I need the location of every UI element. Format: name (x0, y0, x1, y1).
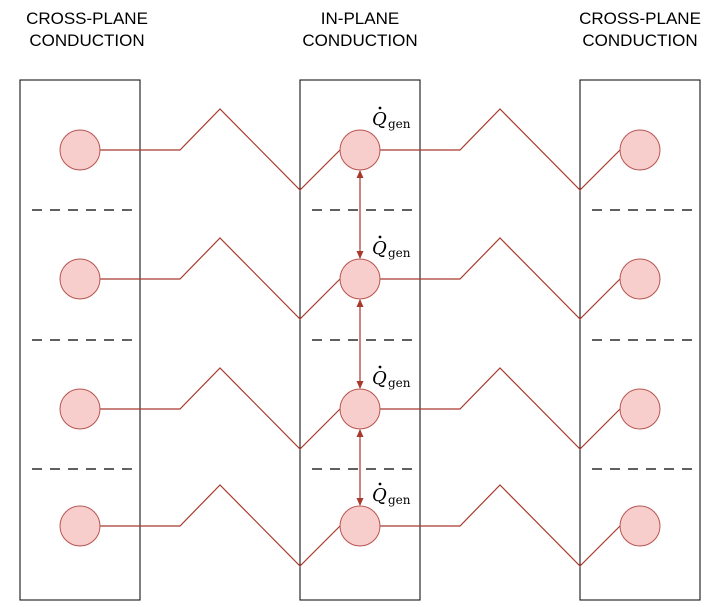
center-column-header: IN-PLANE CONDUCTION (270, 8, 450, 52)
center-node-4 (339, 505, 381, 547)
right-node-3 (619, 388, 661, 430)
resistor-right-row-4 (380, 484, 621, 567)
left-column-header: CROSS-PLANE CONDUCTION (0, 8, 177, 52)
resistor-left-row-2 (100, 237, 341, 320)
left-column-box (19, 79, 141, 601)
q-gen-subscript: gen (388, 246, 411, 260)
resistor-left-row-1 (100, 108, 341, 191)
q-gen-dot (378, 482, 382, 486)
q-gen-symbol: Q (372, 109, 387, 130)
left-node-2 (59, 258, 101, 300)
right-header-line1: CROSS-PLANE (579, 9, 701, 28)
left-node-1 (59, 129, 101, 171)
right-header-line2: CONDUCTION (582, 31, 698, 50)
right-node-1 (619, 129, 661, 171)
resistor-left-row-3 (100, 367, 341, 450)
q-gen-symbol: Q (372, 485, 387, 506)
resistor-right-row-2 (380, 237, 621, 320)
q-gen-dot (378, 106, 382, 110)
left-node-4 (59, 505, 101, 547)
q-gen-subscript: gen (388, 376, 411, 390)
left-header-line2: CONDUCTION (29, 31, 145, 50)
q-gen-dot (378, 235, 382, 239)
right-column-box (579, 79, 701, 601)
right-column-header: CROSS-PLANE CONDUCTION (550, 8, 720, 52)
right-node-2 (619, 258, 661, 300)
center-column-box (299, 79, 421, 601)
center-header-line2: CONDUCTION (302, 31, 418, 50)
resistor-left-row-4 (100, 484, 341, 567)
q-gen-subscript: gen (388, 117, 411, 131)
right-node-4 (619, 505, 661, 547)
q-gen-subscript: gen (388, 493, 411, 507)
left-header-line1: CROSS-PLANE (26, 9, 148, 28)
q-gen-dot (378, 365, 382, 369)
resistor-right-row-1 (380, 108, 621, 191)
center-header-line1: IN-PLANE (320, 9, 400, 28)
resistor-right-row-3 (380, 367, 621, 450)
center-node-1 (339, 129, 381, 171)
q-gen-symbol: Q (372, 368, 387, 389)
center-node-2 (339, 258, 381, 300)
q-gen-symbol: Q (372, 238, 387, 259)
center-node-3 (339, 388, 381, 430)
left-node-3 (59, 388, 101, 430)
